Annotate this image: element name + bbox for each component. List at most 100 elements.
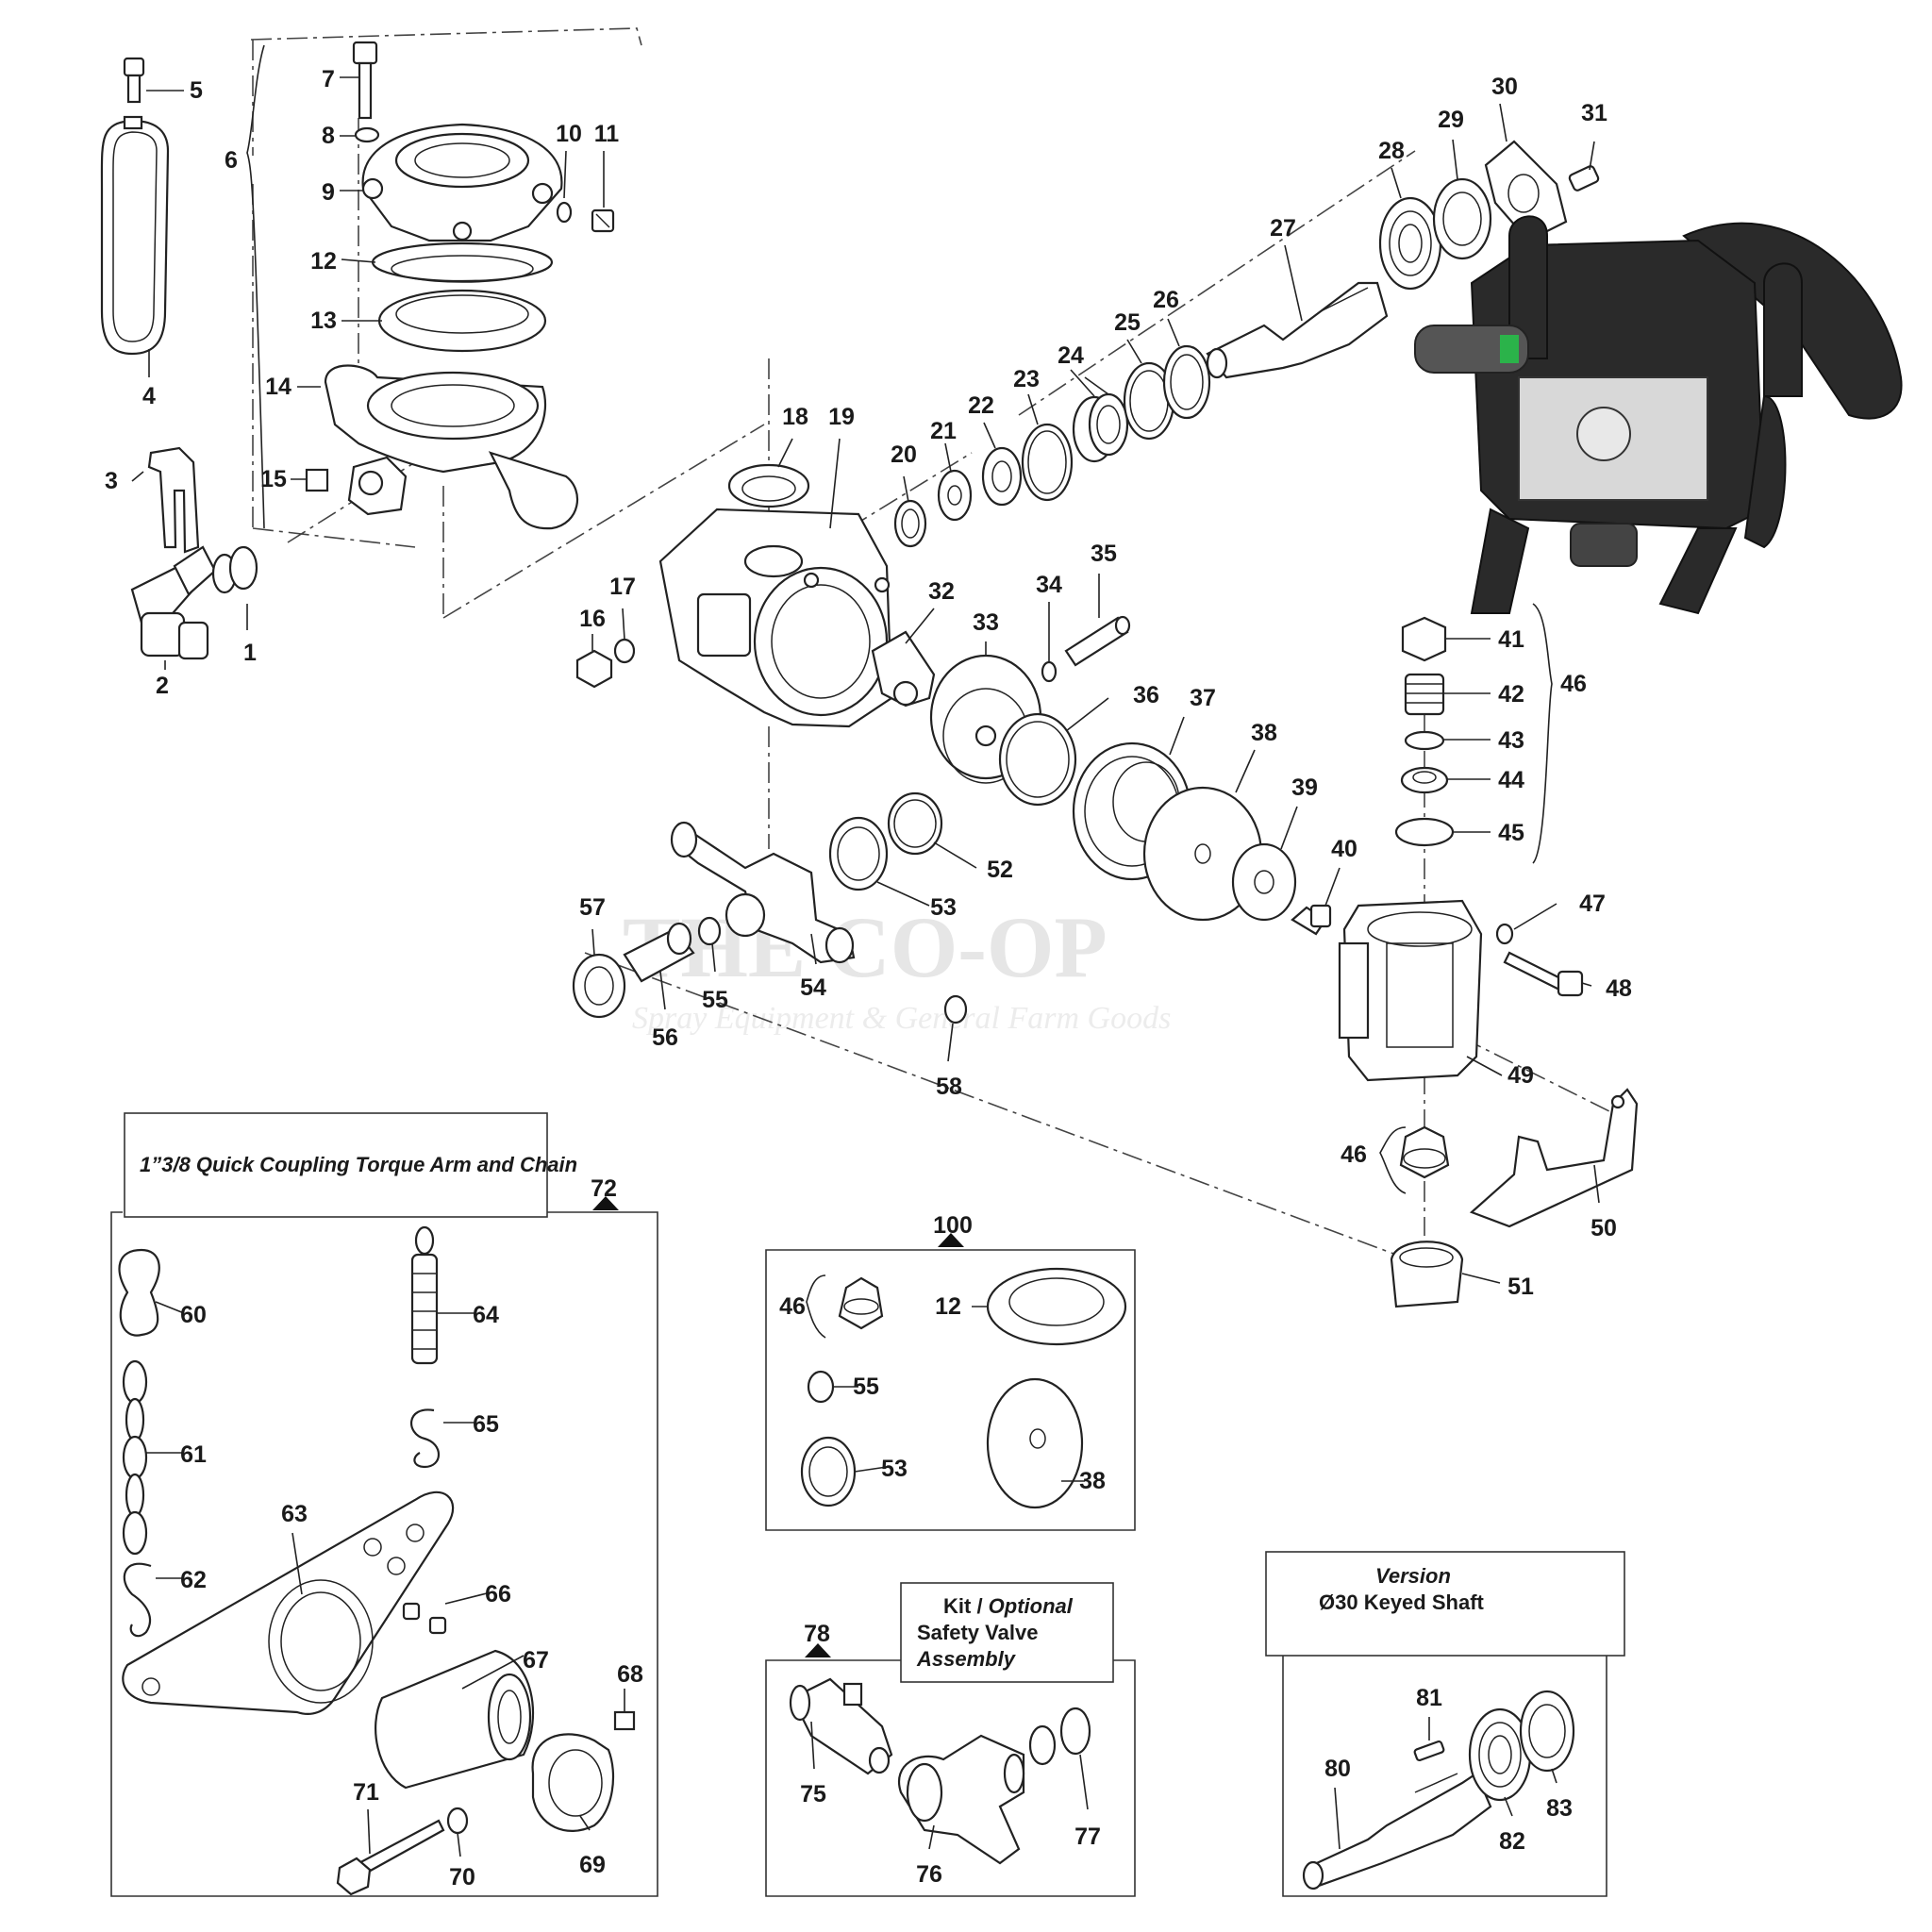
- part-2-elbow-fitting: [130, 545, 217, 660]
- part-82-bearing: [1468, 1707, 1532, 1802]
- callout-39: 39: [1291, 774, 1318, 801]
- callout-38: 38: [1251, 720, 1277, 746]
- callout-7: 7: [322, 66, 335, 92]
- safety-valve-box: Kit / Optional Safety Valve Assembly: [765, 1582, 1136, 1897]
- callout-k53: 53: [881, 1456, 908, 1482]
- callout-27: 27: [1270, 215, 1296, 242]
- callout-37: 37: [1190, 685, 1216, 711]
- part-20-bearing: [893, 499, 927, 548]
- callout-51: 51: [1507, 1274, 1534, 1300]
- kit-part-53-ring: [800, 1436, 857, 1507]
- brackets: [246, 44, 1553, 1339]
- part-52-clamp: [887, 791, 943, 856]
- part-49-valve-body: [1338, 899, 1483, 1082]
- part-68-nut: [613, 1710, 636, 1731]
- callout-9: 9: [322, 179, 335, 206]
- callout-44: 44: [1498, 767, 1524, 793]
- part-76-tee-body: [898, 1734, 1025, 1865]
- part-80-keyed-shaft: [1302, 1772, 1492, 1890]
- version-title: Version: [1375, 1564, 1451, 1588]
- torque-arm-title: 1”3/8 Quick Coupling Torque Arm and Chai…: [140, 1153, 577, 1176]
- part-3-clip: [147, 446, 200, 554]
- callout-33: 33: [973, 609, 999, 636]
- callout-40: 40: [1331, 836, 1357, 862]
- callout-14: 14: [265, 374, 291, 400]
- part-50-bracket: [1469, 1088, 1639, 1228]
- box-72-marker: [592, 1196, 619, 1210]
- part-66-set-screws: [402, 1602, 447, 1635]
- callout-62: 62: [180, 1567, 207, 1593]
- kit-part-12-diaphragm: [986, 1267, 1127, 1346]
- callout-2: 2: [156, 673, 169, 699]
- part-57-nut: [572, 953, 626, 1019]
- part-4-bail-handle: [100, 115, 170, 356]
- callout-4: 4: [142, 383, 156, 409]
- callout-5: 5: [190, 77, 203, 104]
- callout-11: 11: [594, 121, 620, 147]
- part-26-seal-ring: [1162, 344, 1211, 420]
- part-54-tee-fitting: [670, 821, 856, 964]
- callout-57: 57: [579, 894, 606, 921]
- part-34-clip: [1041, 660, 1058, 683]
- part-56-nipple: [623, 922, 695, 983]
- part-27-eccentric-shaft: [1206, 281, 1389, 379]
- callout-19: 19: [828, 404, 855, 430]
- callout-3: 3: [105, 468, 118, 494]
- callout-50: 50: [1591, 1215, 1617, 1241]
- callout-26: 26: [1153, 287, 1179, 313]
- part-63-torque-plate: [122, 1491, 455, 1715]
- part-42-spring: [1404, 673, 1445, 716]
- callout-17: 17: [609, 574, 636, 600]
- version-subtitle: Ø30 Keyed Shaft: [1319, 1591, 1485, 1614]
- part-67-coupling-sleeve: [375, 1649, 535, 1790]
- torque-arm-box: 1”3/8 Quick Coupling Torque Arm and Chai…: [110, 1112, 658, 1897]
- part-9-pump-head: [361, 123, 563, 242]
- callout-69: 69: [579, 1852, 606, 1878]
- callout-1: 1: [243, 640, 257, 666]
- kit-part-38-diaphragm: [986, 1377, 1084, 1509]
- callout-76: 76: [916, 1861, 942, 1888]
- callout-53: 53: [930, 894, 957, 921]
- part-83-seal: [1519, 1690, 1575, 1773]
- callout-80: 80: [1324, 1756, 1351, 1782]
- callout-28: 28: [1378, 138, 1405, 164]
- part-15-nut: [305, 456, 408, 516]
- callout-54: 54: [800, 974, 826, 1001]
- part-10-washer: [556, 201, 573, 224]
- callout-12: 12: [310, 248, 337, 275]
- callout-29: 29: [1438, 107, 1464, 133]
- callout-78: 78: [804, 1621, 830, 1647]
- part-65-s-hook: [410, 1408, 440, 1469]
- callout-24: 24: [1058, 342, 1084, 369]
- callout-47: 47: [1579, 891, 1606, 917]
- part-46b-valve: [1399, 1125, 1450, 1179]
- callout-45: 45: [1498, 820, 1524, 846]
- callout-58: 58: [936, 1074, 962, 1100]
- callout-52: 52: [987, 857, 1013, 883]
- callout-70: 70: [449, 1864, 475, 1890]
- callout-81: 81: [1416, 1685, 1442, 1711]
- part-55-oring: [697, 916, 722, 946]
- part-7-bolt: [352, 41, 378, 120]
- part-48-bolt: [1503, 951, 1584, 997]
- callout-65: 65: [473, 1411, 499, 1438]
- watermark: THE CO-OP Spray Equipment & General Farm…: [623, 899, 1171, 1036]
- callout-22: 22: [968, 392, 994, 419]
- callout-10: 10: [556, 121, 582, 147]
- callout-75: 75: [800, 1781, 826, 1807]
- callout-48: 48: [1606, 975, 1632, 1002]
- callout-56: 56: [652, 1024, 678, 1051]
- callout-41: 41: [1498, 626, 1524, 653]
- part-31-screw: [1568, 165, 1600, 192]
- part-24-needle-bearing: [1072, 392, 1129, 463]
- box-78-marker: [805, 1643, 831, 1657]
- leader-lines: [131, 76, 1600, 1857]
- callout-100: 100: [933, 1212, 973, 1239]
- part-38-diaphragm: [1142, 786, 1263, 922]
- part-60-link: [118, 1248, 160, 1337]
- callout-46a: 46: [1560, 671, 1587, 697]
- part-69-clamp: [531, 1733, 615, 1832]
- safety-valve-line2: Safety Valve: [917, 1621, 1038, 1644]
- callout-k46: 46: [779, 1293, 806, 1320]
